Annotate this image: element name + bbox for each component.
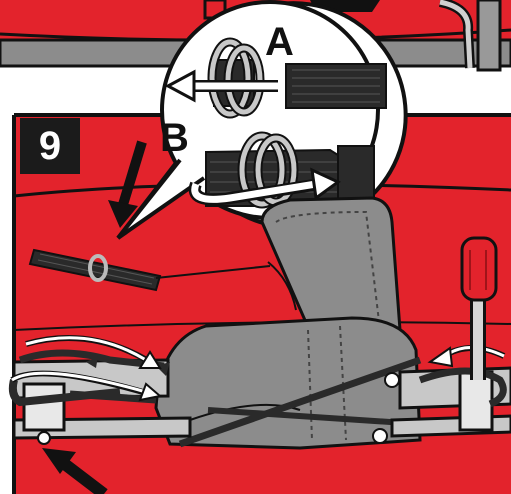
callout-label-b: B xyxy=(160,118,189,158)
step-number-badge: 9 xyxy=(20,118,80,174)
callout-label-a: A xyxy=(265,22,294,62)
